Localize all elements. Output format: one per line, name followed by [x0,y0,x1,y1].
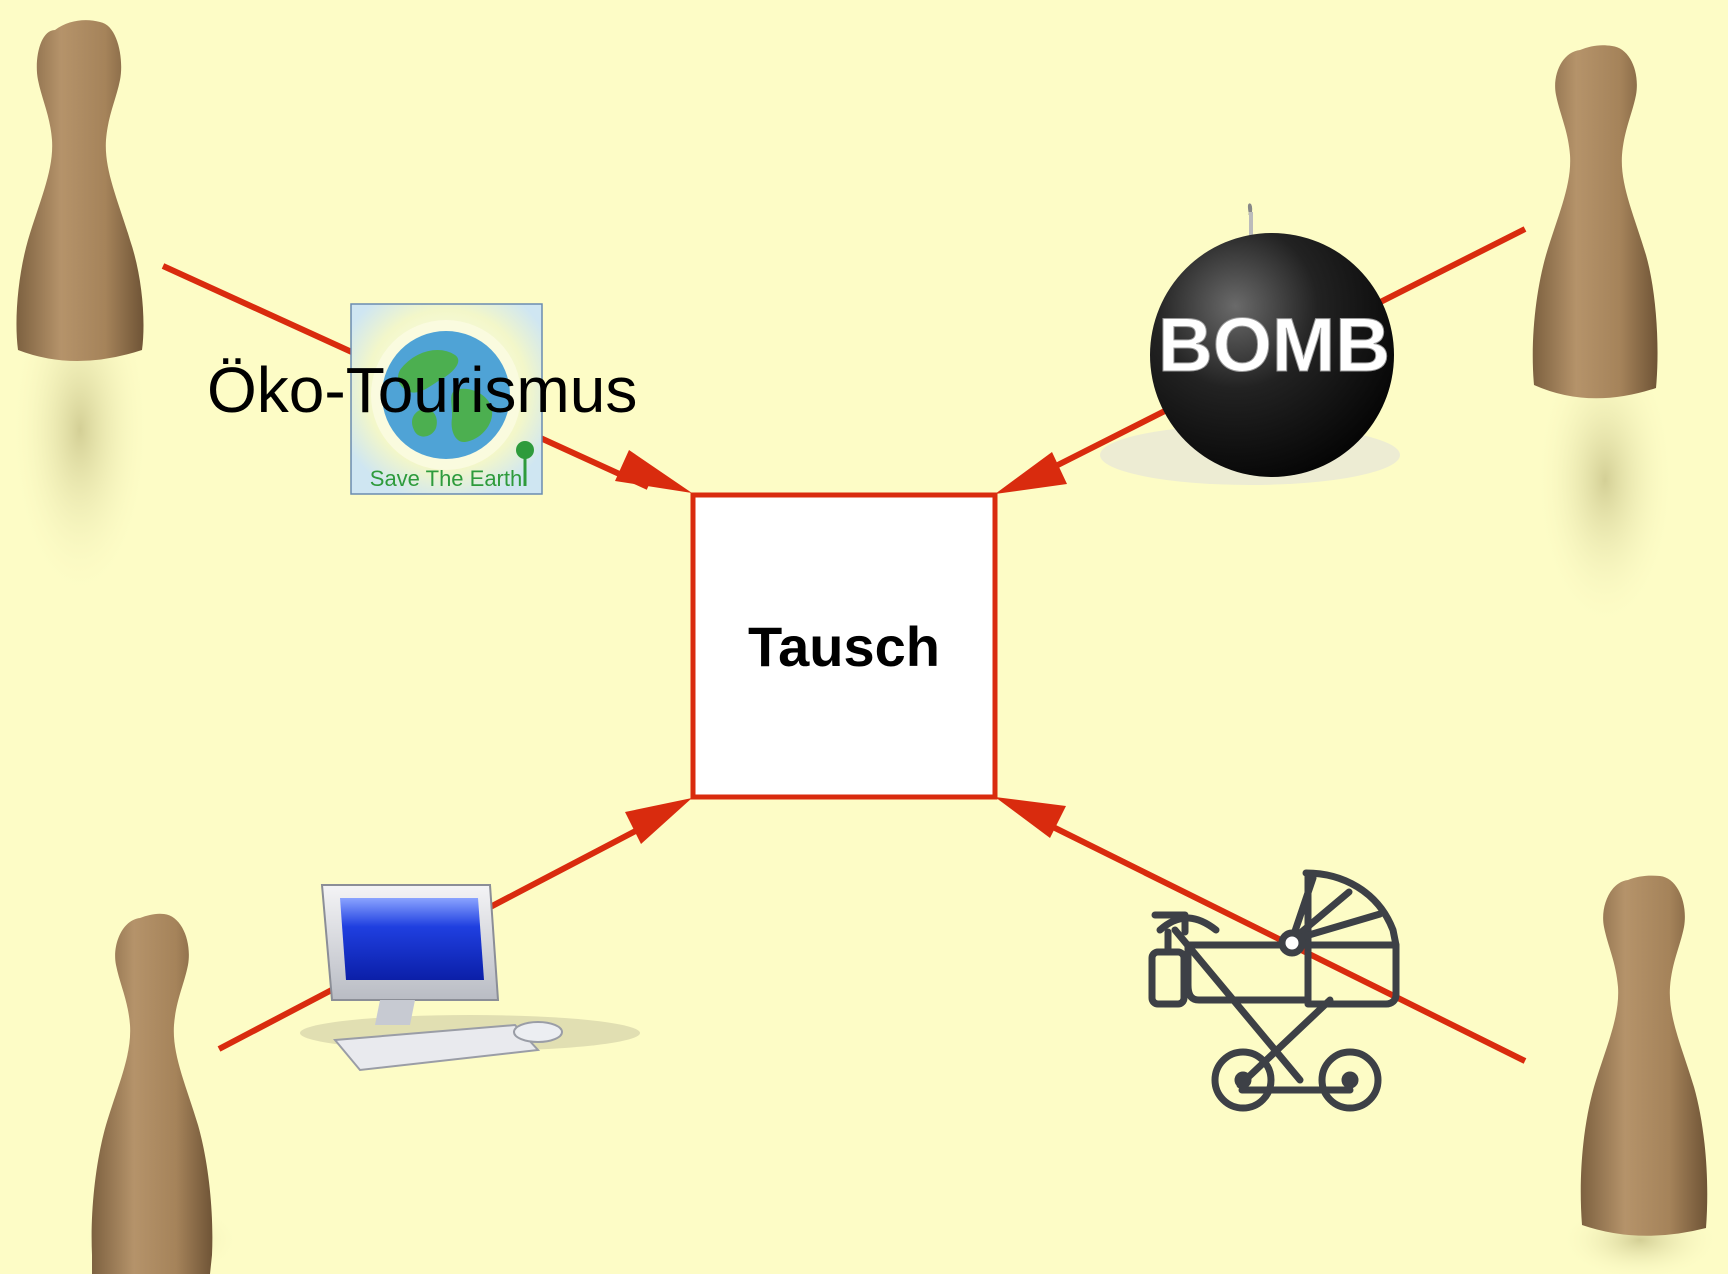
pawn-top-right [1532,45,1675,630]
center-box-label: Tausch [748,615,940,678]
pawn-bottom-left [80,913,240,1274]
arrow-bottom-right [995,797,1527,1064]
pawn-top-left [10,20,150,600]
bomb-label: BOMB [1158,303,1390,388]
computer-icon [300,884,640,1072]
center-box: Tausch [690,492,998,800]
save-the-earth-text: Save The Earth [370,466,522,491]
stroller-icon [1148,869,1400,1112]
bomb-icon: BOMB [1100,203,1400,485]
eco-tourism-label: Öko-Tourismus [207,354,638,426]
save-the-earth-icon: Save The Earth [350,303,543,495]
pawn-bottom-right [1560,875,1720,1274]
